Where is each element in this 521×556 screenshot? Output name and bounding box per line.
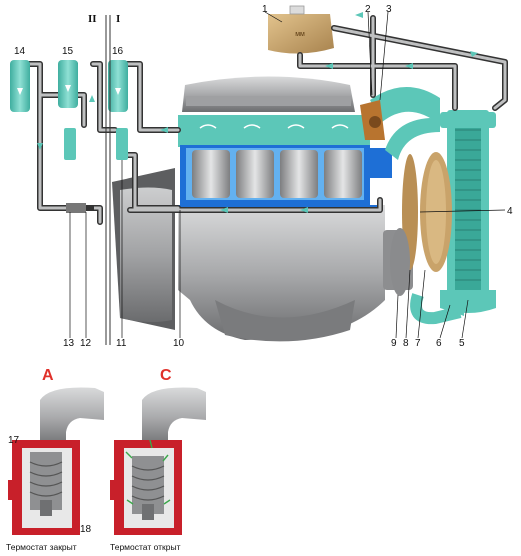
label-circuit-ii: II (88, 13, 97, 25)
circuit-dividers (105, 15, 111, 345)
intake-manifold (182, 76, 355, 112)
fan (390, 152, 452, 296)
crankcase (178, 205, 385, 340)
label-1: 1 (262, 4, 268, 15)
cylinder-head-jacket (178, 115, 392, 209)
detail-thermostat-open: C Термостат открыт (110, 367, 206, 552)
label-4: 4 (507, 206, 513, 217)
upper-radiator-hose (370, 86, 440, 125)
water-pump-body (365, 148, 392, 178)
label-circuit-i: I (116, 13, 120, 25)
label-16: 16 (112, 46, 124, 57)
detail-letter-c: C (160, 367, 172, 384)
cylinder-1 (192, 150, 230, 198)
label-9: 9 (391, 338, 397, 349)
heater-15 (58, 60, 78, 108)
heater-cores (10, 60, 128, 213)
crank-pulley (390, 228, 410, 296)
thermostat-and-hoses (360, 86, 440, 160)
label-12: 12 (80, 338, 92, 349)
label-3: 3 (386, 4, 392, 15)
label-10: 10 (173, 338, 185, 349)
label-11: 11 (116, 338, 127, 349)
heater-14 (10, 60, 30, 112)
cylinder-3 (280, 150, 318, 198)
label-7: 7 (415, 338, 421, 349)
label-15: 15 (62, 46, 74, 57)
leader-lines (69, 11, 506, 339)
expansion-tank: ᴍᴍ (268, 5, 334, 54)
engine-body (112, 76, 413, 342)
detail-thermostat-closed: A 17 18 Термостат закрыт (6, 367, 104, 552)
heater-16 (108, 60, 128, 112)
radiator-top-tank (440, 112, 496, 128)
label-6: 6 (436, 338, 442, 349)
caption-thermostat-open: Термостат открыт (110, 542, 181, 552)
label-5: 5 (459, 338, 465, 349)
valve-I (116, 128, 128, 160)
radiator (410, 110, 496, 325)
label-8: 8 (403, 338, 409, 349)
cylinder-4 (324, 150, 362, 198)
part-number-labels: 1 2 3 4 5 6 7 8 9 10 11 12 13 14 15 16 I… (14, 4, 513, 349)
svg-text:ᴍᴍ: ᴍᴍ (295, 31, 305, 38)
detail-letter-a: A (42, 367, 54, 384)
tank-cap (289, 5, 305, 15)
label-2: 2 (365, 4, 371, 15)
label-13: 13 (63, 338, 75, 349)
tap-12 (66, 203, 86, 213)
flow-arrows (37, 12, 478, 316)
label-18: 18 (80, 524, 92, 535)
label-14: 14 (14, 46, 26, 57)
label-17: 17 (8, 435, 20, 446)
valve-II (64, 128, 76, 160)
caption-thermostat-closed: Термостат закрыт (6, 542, 77, 552)
cylinders (192, 150, 362, 198)
cylinder-2 (236, 150, 274, 198)
